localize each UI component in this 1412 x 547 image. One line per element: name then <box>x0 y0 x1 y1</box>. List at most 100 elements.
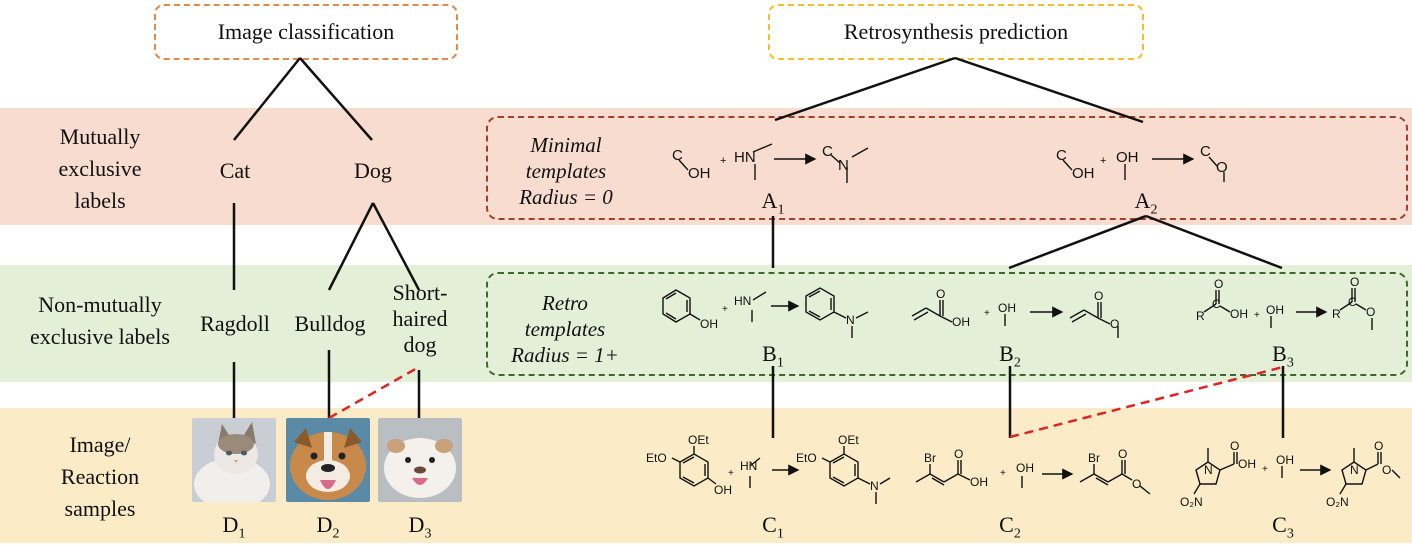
node-bulldog: Bulldog <box>294 311 366 336</box>
sample-label-d1: D1 <box>222 512 246 542</box>
atom-oh: OH <box>1116 149 1139 166</box>
atom-n: N <box>838 157 849 174</box>
retro-templates-label: Retro templates Radius = 1+ <box>511 291 619 367</box>
row-label-samples: Image/ Reaction samples <box>60 432 140 521</box>
plus-sign: + <box>1100 155 1106 167</box>
photo-bulldog <box>286 418 370 502</box>
atom-o: O <box>1094 289 1103 303</box>
reaction-c1 <box>671 446 891 504</box>
reaction-c3 <box>1193 448 1401 495</box>
atom-c: C <box>1200 143 1211 160</box>
atom-o: O <box>1110 317 1119 331</box>
template-label-a1: A1 <box>761 188 785 218</box>
atom-o: O <box>1374 439 1383 453</box>
atom-oh: OH <box>688 165 711 182</box>
node-short-haired-dog: Short- haired dog <box>392 280 448 357</box>
atom-n: N <box>870 479 879 493</box>
atom-o: O <box>954 447 963 461</box>
row-label-mutually-exclusive: Mutually exclusive labels <box>58 124 142 213</box>
row-label-non-mutually-exclusive: Non-mutually exclusive labels <box>30 292 170 349</box>
atom-oh: OH <box>970 475 988 489</box>
edge-a2-b2 <box>1008 214 1147 270</box>
atom-n: N <box>1204 463 1213 477</box>
atom-eto: EtO <box>796 451 817 465</box>
sample-label-d2: D2 <box>316 512 340 542</box>
edge-root-dog <box>299 57 373 141</box>
plus-sign: + <box>1000 468 1006 479</box>
atom-br: Br <box>924 451 936 465</box>
atom-c: C <box>1056 147 1067 164</box>
reaction-b1 <box>662 287 869 338</box>
node-dog: Dog <box>354 158 392 183</box>
atom-oh: OH <box>700 317 718 331</box>
atom-oet: OEt <box>838 433 859 447</box>
node-ragdoll: Ragdoll <box>200 311 270 336</box>
atom-hn: HN <box>734 149 756 166</box>
title-image-classification: Image classification <box>154 4 458 60</box>
title-retrosynthesis-prediction: Retrosynthesis prediction <box>768 4 1144 60</box>
atom-c: C <box>1348 295 1357 309</box>
cross-link-d2-shorthaired <box>328 365 420 420</box>
plus-sign: + <box>1254 310 1260 321</box>
atom-oh: OH <box>714 483 732 497</box>
atom-o: O <box>1366 305 1375 319</box>
atom-oh: OH <box>1266 303 1284 317</box>
atom-n: N <box>1350 463 1359 477</box>
band-mutually-exclusive <box>0 108 1412 225</box>
atom-o2n: O₂N <box>1326 495 1349 509</box>
reaction-c2 <box>915 460 1151 495</box>
atom-oh: OH <box>998 301 1016 315</box>
template-label-a2: A2 <box>1134 188 1158 218</box>
atom-o: O <box>1118 447 1127 461</box>
plus-sign: + <box>1262 464 1268 475</box>
sample-label-c3: C3 <box>1272 512 1294 542</box>
atom-hn: HN <box>740 459 757 473</box>
photo-ragdoll-cat <box>192 418 276 502</box>
sample-label-c1: C1 <box>762 512 784 542</box>
edge-root-a1 <box>774 56 956 122</box>
minimal-templates-box <box>486 116 1408 220</box>
atom-eto: EtO <box>646 451 667 465</box>
atom-oh: OH <box>1230 307 1248 321</box>
plus-sign: + <box>722 304 728 315</box>
template-label-b1: B1 <box>762 341 784 371</box>
edge-dog-bulldog <box>327 202 375 291</box>
atom-oet: OEt <box>688 433 709 447</box>
atom-br: Br <box>1088 451 1100 465</box>
atom-r: R <box>1196 309 1205 323</box>
atom-o: O <box>1382 463 1391 477</box>
photo-short-haired-dog <box>378 418 462 502</box>
atom-c: C <box>672 147 683 164</box>
atom-o: O <box>1132 477 1141 491</box>
reaction-b2 <box>911 300 1119 338</box>
atom-o: O <box>1216 159 1228 176</box>
atom-c: C <box>822 143 833 160</box>
template-label-b2: B2 <box>999 341 1021 371</box>
atom-o: O <box>1230 439 1239 453</box>
reaction-b3 <box>1203 288 1373 330</box>
reaction-a2 <box>1062 153 1225 182</box>
sample-label-c2: C2 <box>999 512 1021 542</box>
atom-r: R <box>1332 307 1341 321</box>
edge-dog-shorthaired <box>371 202 421 291</box>
minimal-templates-label: Minimal templates Radius = 0 <box>519 133 613 209</box>
plus-sign: + <box>728 468 734 479</box>
atom-oh: OH <box>1016 461 1034 475</box>
atom-oh: OH <box>1238 457 1256 471</box>
edge-root-cat <box>233 57 301 141</box>
template-label-b3: B3 <box>1272 341 1294 371</box>
atom-o: O <box>936 287 945 301</box>
cross-link-c2-b3 <box>1009 365 1284 439</box>
reaction-a1 <box>678 143 869 183</box>
atom-oh: OH <box>1276 453 1294 467</box>
edge-root-a2 <box>954 56 1144 124</box>
atom-o2n: O₂N <box>1180 495 1203 509</box>
band-non-mutually-exclusive <box>0 265 1412 382</box>
plus-sign: + <box>720 155 726 167</box>
atom-oh: OH <box>952 315 970 329</box>
edge-a2-b3 <box>1145 214 1283 270</box>
atom-o: O <box>1350 275 1359 289</box>
atom-o: O <box>1214 277 1223 291</box>
